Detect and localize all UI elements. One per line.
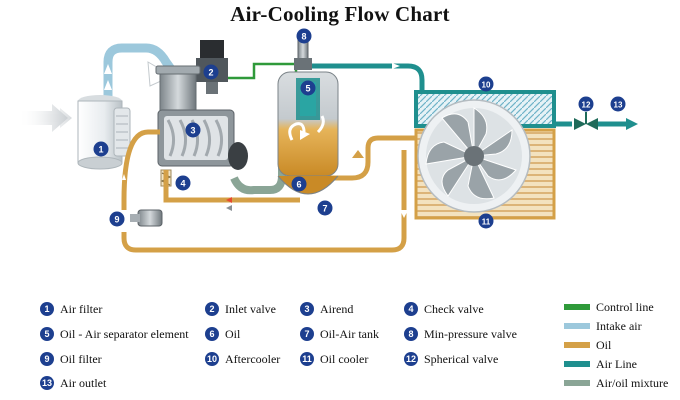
legend-item-7: 7 Oil-Air tank [300, 326, 379, 342]
badge-3: 3 [185, 122, 201, 138]
legend-number: 12 [404, 352, 418, 366]
svg-text:7: 7 [322, 204, 327, 214]
legend-number: 7 [300, 327, 314, 341]
legend-item-4: 4 Check valve [404, 301, 484, 317]
badge-11: 11 [478, 213, 494, 229]
legend-number: 2 [205, 302, 219, 316]
legend-number: 5 [40, 327, 54, 341]
intake-air-pipe [103, 43, 181, 105]
legend-label: Check valve [424, 301, 484, 316]
legend-label: Oil filter [60, 351, 102, 366]
line-legend-mixture: Air/oil mixture [564, 375, 668, 391]
min-pressure-valve [294, 39, 312, 70]
air-line-swatch [564, 361, 590, 367]
badge-7: 7 [317, 200, 333, 216]
legend-item-13: 13 Air outlet [40, 375, 106, 391]
legend-label: Min-pressure valve [424, 326, 517, 341]
legend-label: Oil-Air tank [320, 326, 379, 341]
control-line-swatch [564, 304, 590, 310]
svg-text:5: 5 [305, 84, 310, 94]
svg-text:3: 3 [190, 126, 195, 136]
legend-label: Aftercooler [225, 351, 281, 366]
cooling-fan-icon [417, 99, 531, 213]
legend-item-5: 5 Oil - Air separator element [40, 326, 189, 342]
spherical-valve [574, 112, 598, 130]
legend-label: Spherical valve [424, 351, 499, 366]
legend-number: 8 [404, 327, 418, 341]
oil-lines [121, 129, 416, 253]
svg-text:4: 4 [180, 179, 185, 189]
legend-label: Oil cooler [320, 351, 369, 366]
legend-label: Air outlet [60, 375, 107, 390]
legend-number: 6 [205, 327, 219, 341]
svg-text:8: 8 [301, 32, 306, 42]
svg-text:1: 1 [98, 145, 103, 155]
badge-2: 2 [203, 64, 219, 80]
airend [155, 65, 248, 170]
legend-label: Air filter [60, 301, 103, 316]
legend-item-8: 8 Min-pressure valve [404, 326, 517, 342]
line-legend-intake: Intake air [564, 318, 642, 334]
legend-item-3: 3 Airend [300, 301, 353, 317]
air-filter [77, 95, 131, 170]
svg-text:12: 12 [582, 101, 591, 110]
badge-10: 10 [478, 76, 494, 92]
svg-text:11: 11 [482, 218, 491, 227]
line-legend-label: Air/oil mixture [596, 375, 669, 390]
badge-6: 6 [291, 176, 307, 192]
badges: 1 2 3 4 5 6 7 8 9 10 11 12 13 [93, 28, 626, 229]
legend-item-10: 10 Aftercooler [205, 351, 280, 367]
line-legend-control: Control line [564, 299, 654, 315]
badge-9: 9 [109, 211, 125, 227]
svg-text:9: 9 [114, 215, 119, 225]
legend-number: 11 [300, 352, 314, 366]
air-outlet-arrow-icon [626, 118, 638, 130]
line-legend-oil: Oil [564, 337, 611, 353]
intake-air-swatch [564, 323, 590, 329]
intake-arrows [18, 104, 72, 132]
legend-label: Inlet valve [225, 301, 276, 316]
legend-item-12: 12 Spherical valve [404, 351, 498, 367]
air-oil-mixture-swatch [564, 380, 590, 386]
oil-air-tank [277, 71, 339, 195]
flow-diagram: 1 2 3 4 5 6 7 8 9 10 11 12 13 [18, 28, 638, 253]
line-legend-label: Intake air [596, 318, 642, 333]
line-legend-label: Air Line [596, 356, 637, 371]
svg-text:6: 6 [296, 180, 301, 190]
legend-number: 13 [40, 376, 54, 390]
badge-4: 4 [175, 175, 191, 191]
legend-number: 3 [300, 302, 314, 316]
line-legend-air: Air Line [564, 356, 637, 372]
oil-filter [130, 209, 163, 227]
legend-label: Airend [320, 301, 354, 316]
badge-1: 1 [93, 141, 109, 157]
legend-number: 10 [205, 352, 219, 366]
svg-text:10: 10 [482, 81, 491, 90]
legend-number: 1 [40, 302, 54, 316]
legend-label: Oil [225, 326, 241, 341]
legend-item-6: 6 Oil [205, 326, 240, 342]
legend-number: 4 [404, 302, 418, 316]
legend-number: 9 [40, 352, 54, 366]
line-legend-label: Oil [596, 337, 612, 352]
badge-8: 8 [296, 28, 312, 44]
oil-swatch [564, 342, 590, 348]
badge-13: 13 [610, 96, 626, 112]
badge-12: 12 [578, 96, 594, 112]
legend-item-2: 2 Inlet valve [205, 301, 276, 317]
diagram-title: Air-Cooling Flow Chart [230, 2, 450, 26]
line-legend-label: Control line [596, 299, 654, 314]
svg-text:13: 13 [614, 101, 623, 110]
legend-item-11: 11 Oil cooler [300, 351, 368, 367]
svg-text:2: 2 [208, 68, 213, 78]
legend-item-1: 1 Air filter [40, 301, 102, 317]
legend-item-9: 9 Oil filter [40, 351, 102, 367]
badge-5: 5 [300, 80, 316, 96]
legend-label: Oil - Air separator element [60, 326, 189, 341]
